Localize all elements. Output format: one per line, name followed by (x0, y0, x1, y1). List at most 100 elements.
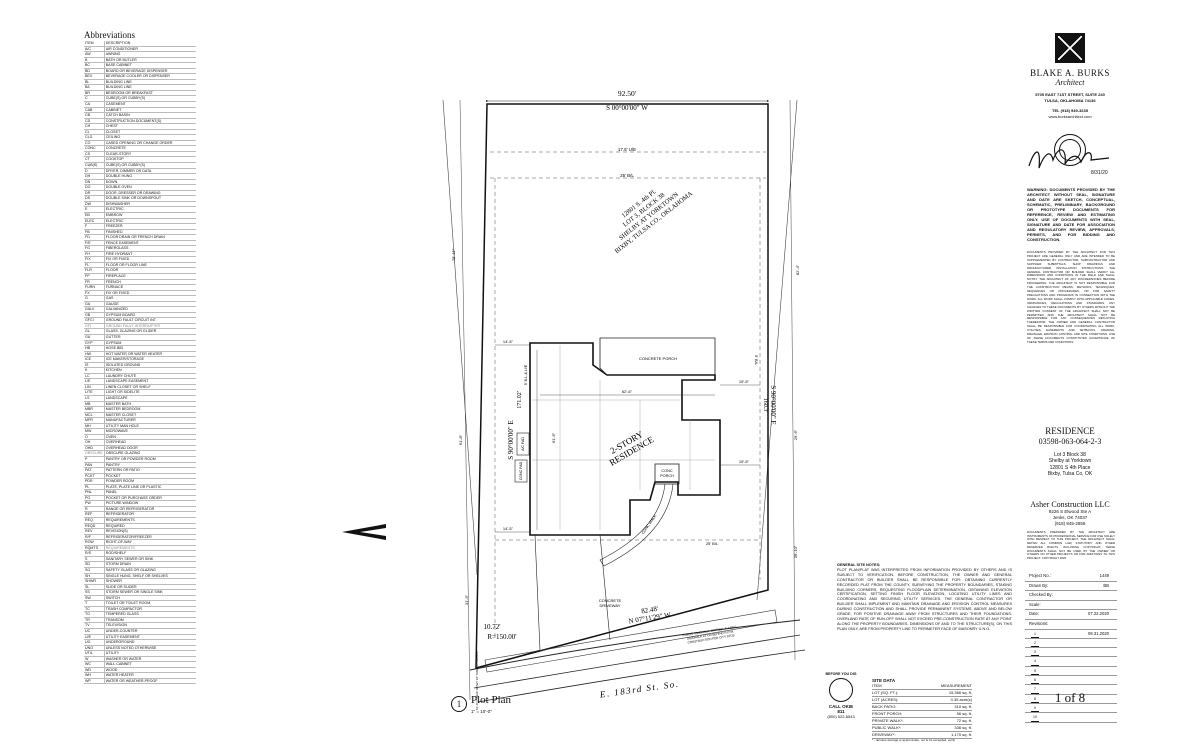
site-data-value: 0.35 acre(s) (950, 697, 972, 702)
site-data-row: BACK PATIO:310 sq. ft. (872, 704, 972, 711)
abbreviation-description: PLATE, PLATE LINE OR PLASTIC (104, 484, 196, 491)
concrete-porch-label: CONCRETE PORCH (639, 356, 677, 361)
abbreviation-code: LC (84, 373, 105, 380)
abbreviation-description: TEMPERED GLASS (104, 611, 196, 618)
abbreviation-description: GAS (104, 295, 196, 302)
right-outer-bot-text: 39'-10" (793, 545, 798, 558)
site-data-row: FRONT PORCH:56 sq. ft. (872, 711, 972, 718)
revision-row: 8 (1025, 695, 1117, 704)
contractor-line-3: (918) 845-2859 (1054, 520, 1086, 526)
abbreviation-description: DESCRIPTION (104, 41, 196, 47)
abbreviation-description: PANTRY (104, 462, 196, 469)
abbreviation-description: FRENCH (104, 279, 196, 286)
abbreviation-description: DOUBLE OVEN (104, 184, 196, 191)
public-sidewalk (484, 609, 778, 673)
project-info-value: 1449 (1099, 573, 1109, 578)
abbreviation-description: GROUND FAULT CIRCUIT INT. (104, 317, 196, 324)
abbreviation-code: MBR (84, 406, 105, 413)
dim-61-text: 61'-6" (551, 432, 556, 443)
abbreviation-code: DN (84, 179, 105, 186)
dim-14b-text: 14'-5" (503, 526, 514, 531)
abbreviation-code: REF (84, 511, 105, 518)
abbreviation-description: AIR CONDITIONER (104, 46, 196, 53)
abbreviation-description: UNDERGROUND (104, 639, 196, 646)
abbreviation-description: BEVERAGE COOLER OR DISPENSER (104, 73, 196, 80)
title-block: BLAKE A. BURKS Architect 5705 EAST 71ST … (1021, 28, 1119, 723)
right-outer-top-text: 82'-4" (795, 264, 800, 275)
contractor-line-1: 9226 S Elwood Ste A (1048, 509, 1092, 514)
site-data-value: 56 sq. ft. (956, 711, 972, 716)
abbreviation-description: FENCE EASEMENT (104, 240, 196, 247)
abbreviation-description: LANDSCAPE EASEMENT (104, 378, 196, 385)
abbreviation-code: FP (84, 273, 105, 280)
revision-row: 9 (1025, 704, 1117, 714)
general-site-notes: GENERAL SITE NOTES: PLOT PLAN/PLAT WAS I… (837, 563, 1012, 632)
abbreviation-description: PANEL (104, 489, 196, 496)
seal-date: 8/31/20 (1091, 170, 1108, 176)
drawing-scale: 1" = 10'-0" (471, 709, 492, 714)
site-data-item: LOT (ACRES): (872, 697, 899, 702)
abbreviation-code: BC (84, 62, 105, 69)
revision-date: 08.31.2020 (1088, 630, 1109, 636)
top-dim-text: 92.50' (618, 89, 637, 98)
abbreviation-code: FX (84, 290, 105, 297)
abbreviation-code: CLG (84, 134, 105, 141)
abbreviation-code: PAT (84, 467, 105, 474)
abbreviation-description: FREEZER (104, 223, 196, 230)
row-line (469, 619, 801, 671)
revision-triangle-icon: 8 (1031, 695, 1039, 703)
abbreviation-code: FLR (84, 267, 105, 274)
curb-line-1 (473, 634, 801, 689)
abbreviation-description: REQUIREMENTS (104, 517, 196, 524)
abbreviation-code: TR (84, 617, 105, 624)
abbreviation-description: HOSE BIB (104, 345, 196, 352)
abbreviation-description: ISOLATED GROUND (104, 362, 196, 369)
abbreviation-code: GU (84, 334, 105, 341)
revision-triangle-icon: 4 (1031, 657, 1039, 666)
firm-address-2: TULSA, OKLAHOMA 74136 (1044, 98, 1096, 103)
abbreviation-description: BUILDING LINE (104, 84, 196, 91)
drawing-title: Plot Plan (471, 694, 512, 706)
abbreviation-description: FIX OR FIXED (104, 256, 196, 263)
abbreviation-description: GLASS, GLAZING OR GLIDER (104, 328, 196, 335)
revision-triangle-icon: 6 (1031, 676, 1039, 685)
sheet-number: 1 of 8 (1054, 690, 1086, 705)
abbreviation-code: MW (84, 428, 105, 435)
abbreviation-description: UTILITY EASEMENT (104, 634, 196, 641)
abbreviation-description: REFRIGERATOR (104, 511, 196, 518)
abbreviation-code: TV (84, 622, 105, 629)
abbreviation-code: WD (84, 667, 105, 674)
abbreviation-description: RIGHT-OF-WAY (104, 539, 196, 546)
abbreviation-description: CONCRETE (104, 145, 196, 152)
abbreviation-code: ICE (84, 356, 105, 363)
firm-name: BLAKE A. BURKS (1030, 68, 1110, 78)
abbreviation-description: UTILITY MAN HOLE (104, 423, 196, 430)
abbreviation-code: T (84, 600, 105, 607)
abbreviation-code: SH (84, 573, 105, 580)
